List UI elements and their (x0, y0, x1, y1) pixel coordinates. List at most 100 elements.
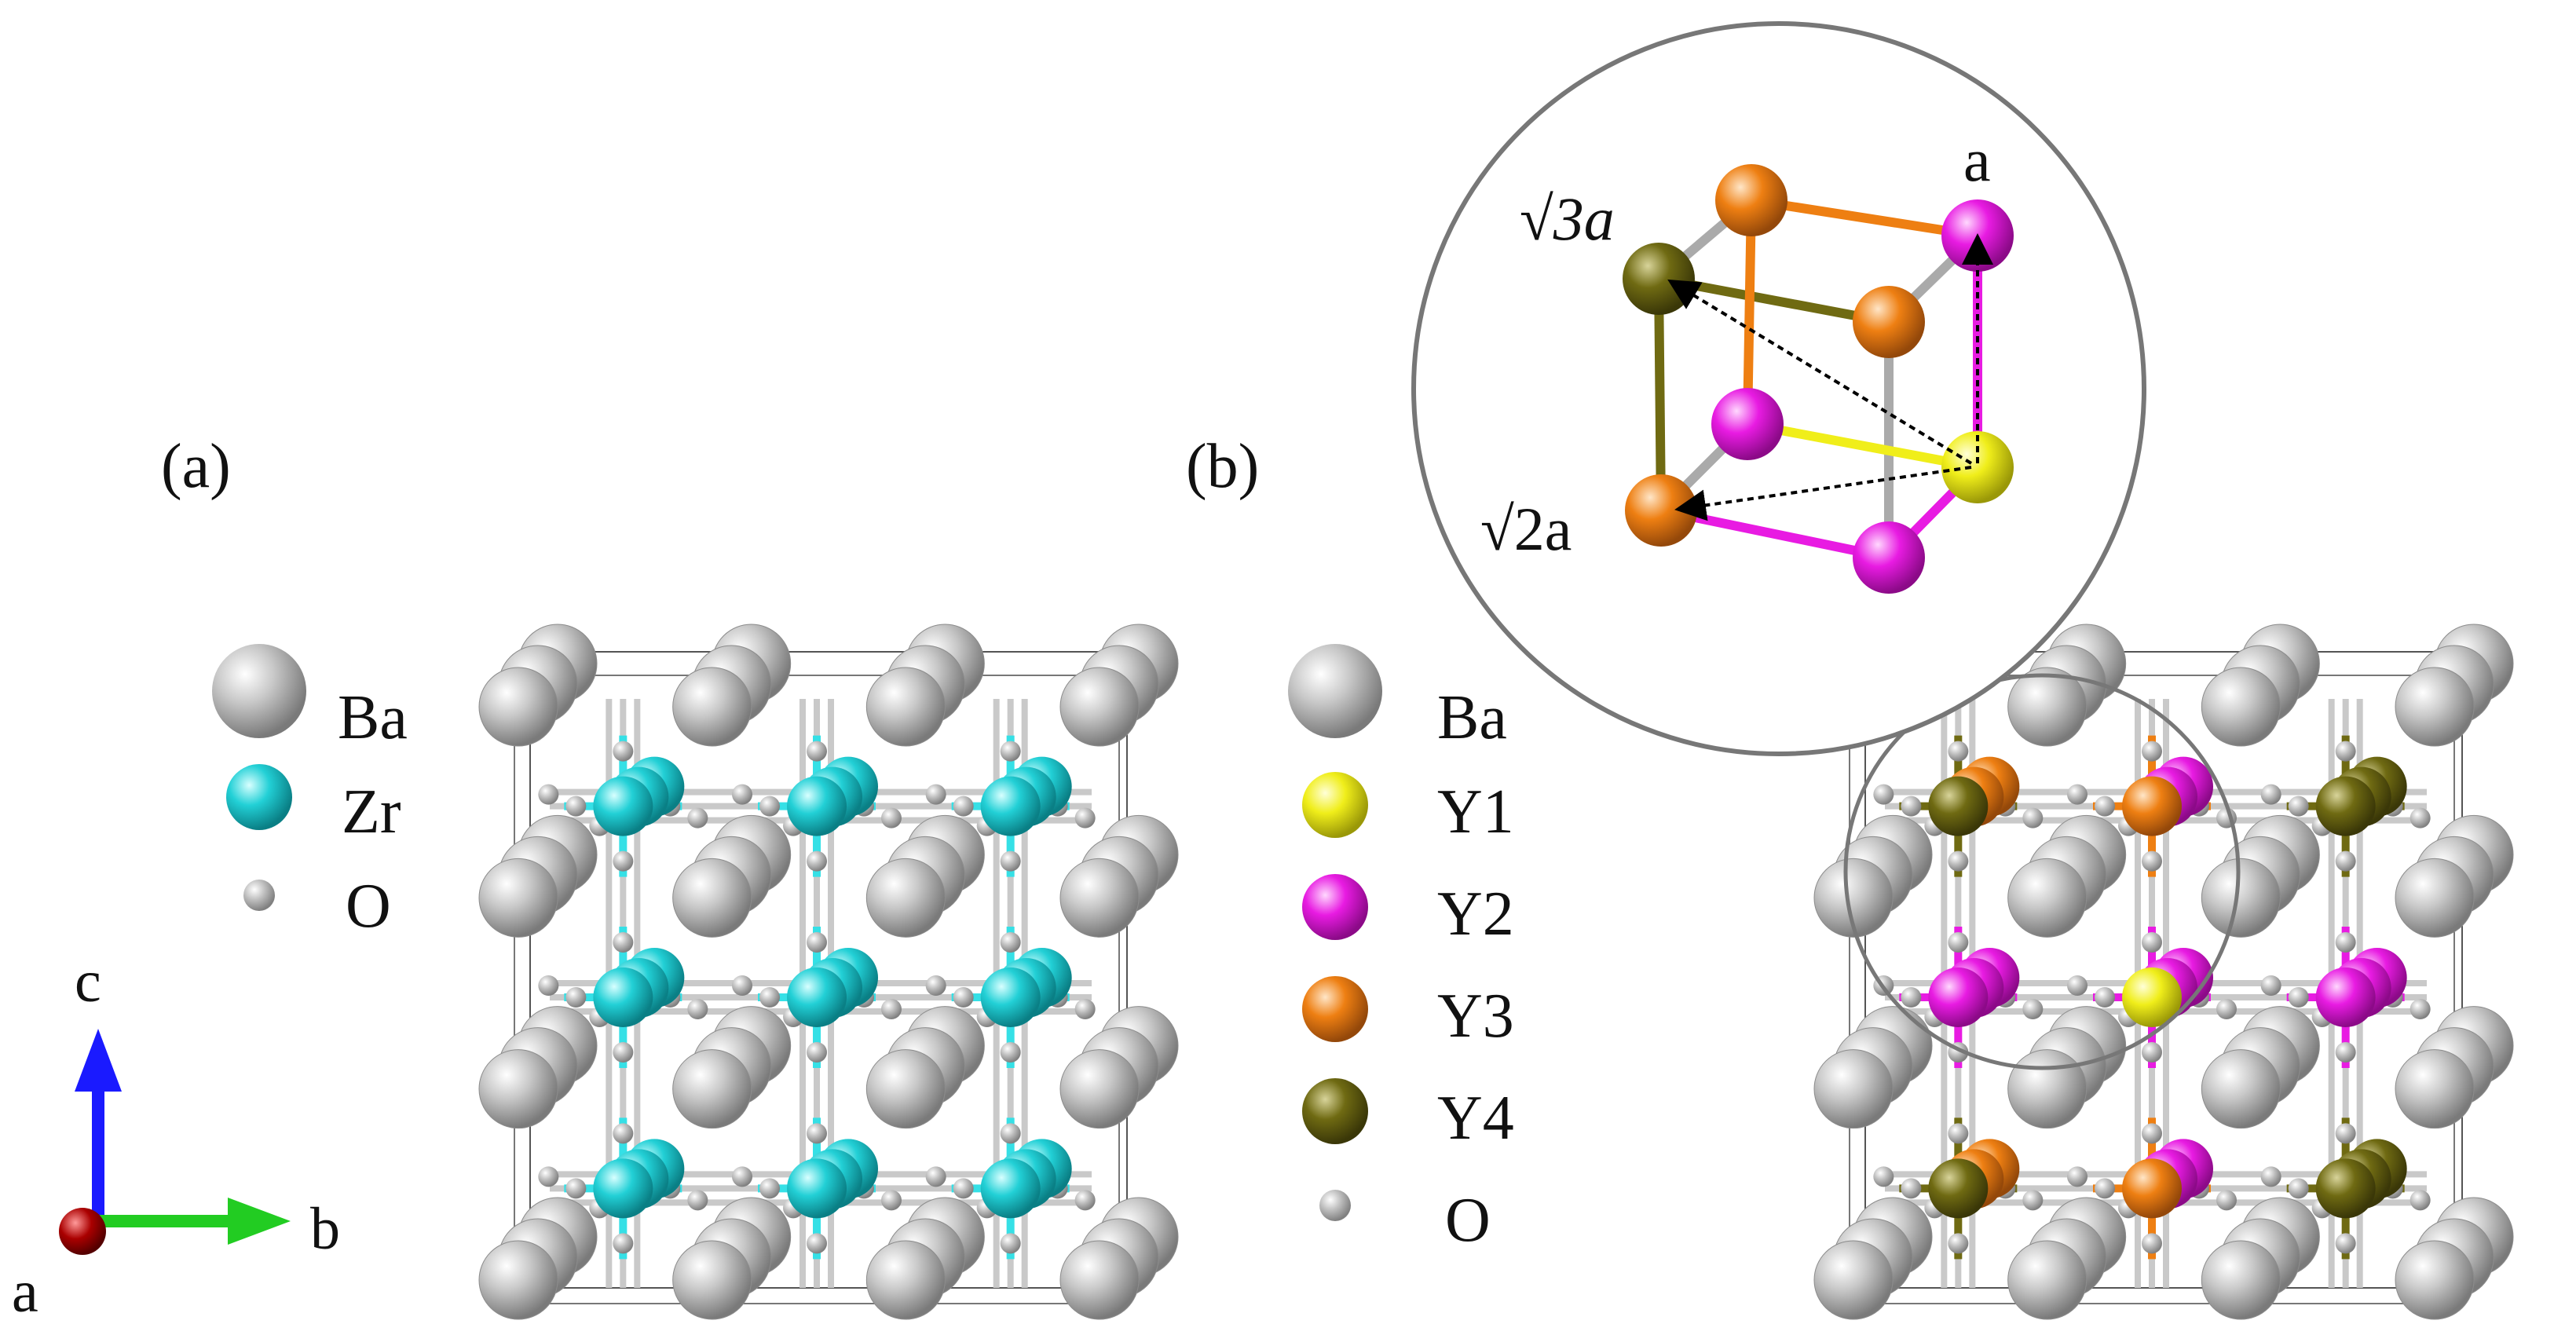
oxygen-atom (1901, 796, 1922, 817)
inset-cubic-cell: a √3a √2a (1411, 21, 2146, 756)
inset-circle (1411, 21, 2146, 756)
legend-y4-label: Y4 (1437, 1084, 1514, 1153)
barium-atom (2201, 858, 2281, 938)
oxygen-atom (2260, 975, 2281, 996)
oxygen-atom (1000, 1042, 1021, 1063)
barium-atom (2007, 1240, 2088, 1320)
oxygen-atom (2142, 1042, 2162, 1063)
oxygen-atom (687, 807, 708, 828)
barium-atom (2201, 667, 2281, 747)
oxygen-atom (2022, 807, 2044, 828)
b-site-atom (2122, 967, 2182, 1027)
oxygen-atom (613, 850, 634, 872)
oxygen-atom (2410, 999, 2431, 1019)
inset-atom (1853, 521, 1925, 594)
a-axis-label: a (12, 1259, 38, 1325)
oxygen-atom (565, 1178, 587, 1199)
axis-triad: c b a (12, 949, 340, 1325)
oxygen-atom (565, 796, 587, 817)
legend-y1-label: Y1 (1437, 777, 1514, 847)
b-site-atom (2122, 1158, 2182, 1219)
barium-atom (2395, 1049, 2475, 1129)
oxygen-atom (613, 1123, 634, 1144)
barium-atom (865, 1049, 946, 1129)
inset-atom (1715, 164, 1787, 236)
crystal-structure-b (1813, 624, 2514, 1320)
oxygen-atom (2095, 987, 2115, 1008)
barium-atom (672, 1049, 752, 1129)
inset-atom (1941, 431, 2014, 503)
oxygen-atom (1948, 1233, 1969, 1254)
oxygen-atom (925, 1166, 946, 1187)
oxygen-atom (1873, 784, 1894, 805)
oxygen-atom (2095, 796, 2115, 817)
inset-bond (1746, 419, 1979, 472)
b-site-atom (980, 776, 1041, 836)
oxygen-atom (565, 987, 587, 1008)
oxygen-atom (1000, 1123, 1021, 1144)
oxygen-atom (807, 932, 827, 953)
oxygen-atom (2335, 741, 2356, 762)
oxygen-atom (2216, 999, 2237, 1019)
oxygen-atom (2142, 850, 2162, 872)
barium-atom (1813, 1240, 1894, 1320)
inset-atom (1711, 388, 1784, 460)
barium-atom (1059, 1049, 1140, 1129)
legend-o-label: O (346, 872, 391, 941)
oxygen-atom (759, 1178, 780, 1199)
oxygen-atom (1901, 987, 1922, 1008)
oxygen-atom (2260, 1166, 2281, 1187)
oxygen-atom (2335, 1233, 2356, 1254)
oxygen-atom (687, 999, 708, 1019)
oxygen-atom (2335, 850, 2356, 872)
b-axis-label: b (310, 1196, 340, 1262)
legend-b-o-icon (1319, 1190, 1351, 1221)
c-axis-label: c (75, 949, 101, 1015)
oxygen-atom (538, 784, 559, 805)
oxygen-atom (953, 796, 974, 817)
oxygen-atom (807, 1233, 827, 1254)
oxygen-atom (732, 1166, 752, 1187)
oxygen-atom (2288, 987, 2309, 1008)
b-site-atom (980, 967, 1041, 1027)
inset-atom (1623, 243, 1695, 315)
barium-atom (2395, 1240, 2475, 1320)
crystal-structure-a (478, 624, 1179, 1320)
oxygen-atom (538, 975, 559, 996)
oxygen-atom (1948, 932, 1969, 953)
oxygen-atom (1074, 807, 1096, 828)
inset-bond (1654, 278, 1666, 511)
oxygen-atom (2095, 1178, 2115, 1199)
oxygen-atom (1000, 741, 1021, 762)
barium-atom (478, 667, 558, 747)
oxygen-atom (613, 1233, 634, 1254)
b-site-atom (2315, 776, 2376, 836)
b-site-atom (593, 967, 653, 1027)
barium-atom (1059, 858, 1140, 938)
barium-atom (478, 1240, 558, 1320)
oxygen-atom (2142, 1123, 2162, 1144)
barium-atom (478, 1049, 558, 1129)
oxygen-atom (807, 1042, 827, 1063)
legend-b: Ba Y1 Y2 Y3 Y4 O (1288, 644, 1514, 1255)
b-site-atom (980, 1158, 1041, 1219)
oxygen-atom (2335, 1042, 2356, 1063)
b-site-atom (1928, 967, 1989, 1027)
b-site-atom (2315, 1158, 2376, 1219)
b-axis-arrowhead (228, 1198, 291, 1245)
barium-atom (672, 667, 752, 747)
oxygen-atom (2335, 1123, 2356, 1144)
legend-y2-icon (1302, 874, 1368, 940)
legend-ba-icon (212, 644, 306, 738)
oxygen-atom (807, 1123, 827, 1144)
legend-y1-icon (1302, 772, 1368, 838)
oxygen-atom (613, 1042, 634, 1063)
oxygen-atom (2288, 1178, 2309, 1199)
b-site-atom (593, 1158, 653, 1219)
oxygen-atom (1948, 1123, 1969, 1144)
barium-atom (672, 858, 752, 938)
b-site-atom (2315, 967, 2376, 1027)
legend-b-o-label: O (1445, 1186, 1491, 1255)
barium-atom (2201, 1240, 2281, 1320)
